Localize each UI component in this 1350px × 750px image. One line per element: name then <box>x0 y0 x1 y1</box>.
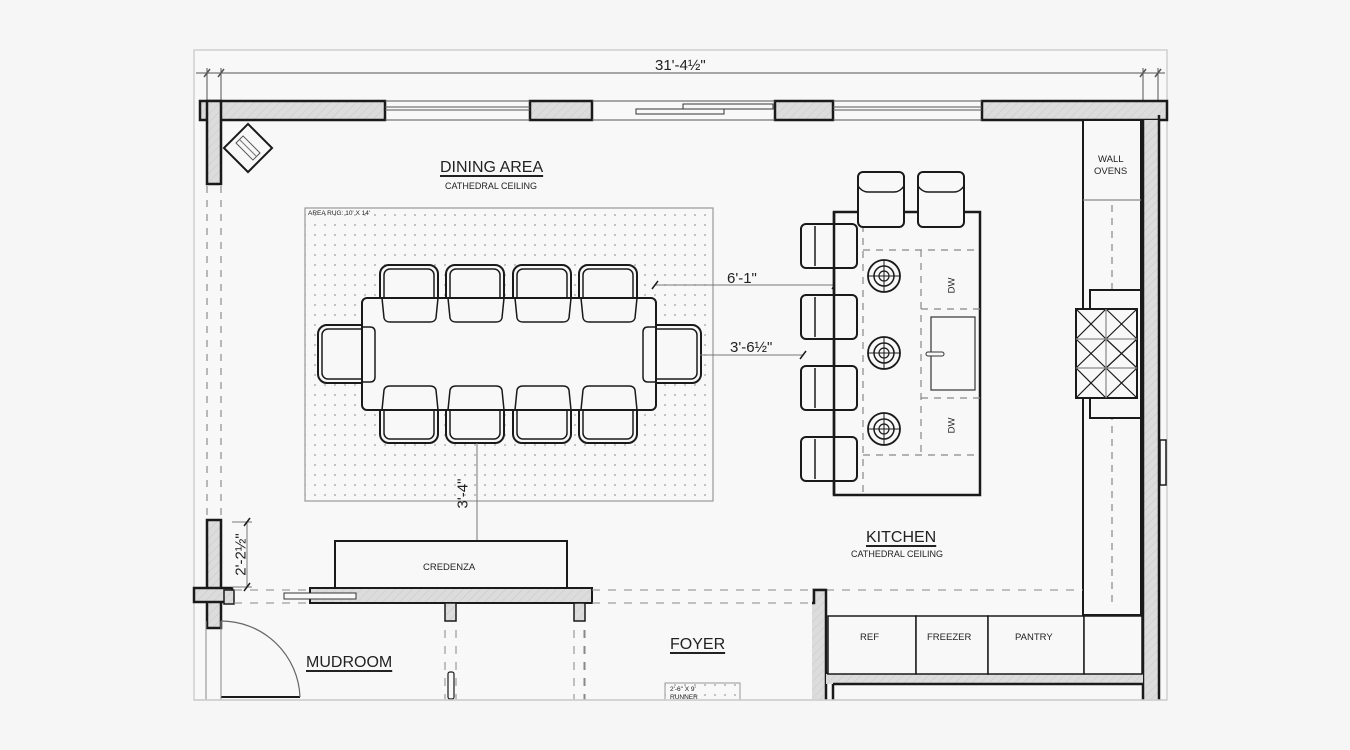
dashed-openings <box>234 589 1083 700</box>
pantry-label: PANTRY <box>1015 632 1053 643</box>
windows <box>385 100 982 121</box>
runner-label-line1: 2'-6" X 9' <box>670 686 696 693</box>
dimension-window-wall: 2'-2½" <box>232 533 250 576</box>
dimension-table-to-island: 6'-1" <box>727 270 757 287</box>
island-stools-top <box>857 171 965 228</box>
mudroom-title: MUDROOM <box>306 654 393 671</box>
wall-ovens-label-line1: WALL <box>1098 154 1124 165</box>
freezer-label: FREEZER <box>927 632 972 643</box>
corner-cabinet <box>222 122 274 174</box>
interior-wall-mudroom <box>223 587 593 622</box>
coat-hook <box>447 671 455 700</box>
overall-dimension-line <box>196 68 1165 100</box>
chair-seat-edges <box>362 297 656 411</box>
dishwasher-bottom-label: DW <box>946 417 958 434</box>
dimension-lines <box>232 284 835 588</box>
left-lower-wall <box>192 518 234 630</box>
right-cabinet-run <box>1075 119 1142 616</box>
kitchen-island <box>832 210 982 497</box>
appliance-row <box>827 615 1143 675</box>
credenza <box>334 540 568 590</box>
dishwasher-top-label: DW <box>946 277 958 294</box>
overall-dimension-label: 31'-4½" <box>655 57 706 74</box>
right-wall <box>1141 115 1167 700</box>
area-rug-label: AREA RUG: 10' X 14' <box>308 210 371 217</box>
mudroom-door <box>205 620 301 700</box>
kitchen-ceiling: CATHEDRAL CEILING <box>851 549 944 559</box>
wall-ovens-label-line2: OVENS <box>1094 166 1128 177</box>
ref-label: REF <box>860 632 879 643</box>
foyer-title: FOYER <box>670 636 726 653</box>
dining-area-ceiling: CATHEDRAL CEILING <box>445 181 538 191</box>
cooktop <box>1075 308 1138 399</box>
dining-area-title: DINING AREA <box>440 159 544 176</box>
kitchen-title: KITCHEN <box>866 529 937 546</box>
dimension-chair-to-credenza: 3'-4" <box>454 478 472 509</box>
credenza-label: CREDENZA <box>423 562 476 573</box>
dimension-chair-to-stool: 3'-6½" <box>730 339 773 356</box>
dining-table <box>361 297 657 411</box>
top-wall <box>198 99 1169 186</box>
runner-label-line2: RUNNER <box>670 694 698 701</box>
